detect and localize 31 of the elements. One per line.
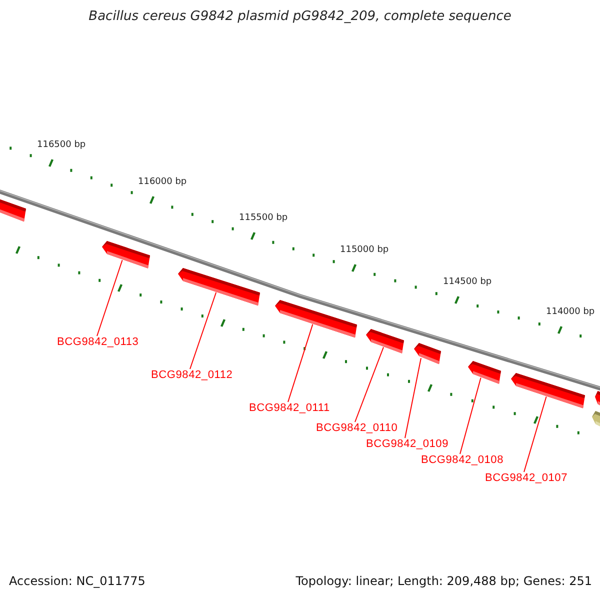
accession-text: Accession: NC_011775 [9,574,146,588]
scale-label: 115000 bp [340,245,389,255]
gene-label: BCG9842_0112 [151,369,233,381]
gene-label: BCG9842_0109 [366,438,448,450]
gene-label: BCG9842_0107 [485,472,568,484]
gene-feature [366,329,404,354]
scale-label: 116000 bp [138,177,187,187]
gene-feature [414,343,441,364]
gene-feature [178,268,260,306]
scale-label: 115500 bp [239,213,288,223]
gene-label: BCG9842_0111 [249,402,330,414]
title: Bacillus cereus G9842 plasmid pG9842_209, complete sequence [88,9,512,24]
scale-label: 116500 bp [37,140,86,150]
gene-feature [275,300,357,338]
leader-line [354,346,384,422]
leader-line [288,324,314,402]
gene-feature [468,361,501,384]
leader-line [404,358,422,438]
gene-label: BCG9842_0108 [421,454,504,466]
scale-label: 114000 bp [546,307,595,317]
gene-feature [511,373,585,408]
sequence-info-text: Topology: linear; Length: 209,488 bp; Genes: 251 [296,574,592,588]
gene-label: BCG9842_0110 [316,422,398,434]
scale-label: 114500 bp [443,277,492,287]
leader-line [96,260,123,336]
gene-label: BCG9842_0113 [57,336,139,348]
leader-line [190,292,217,370]
leader-line [524,396,547,472]
gene-feature [0,199,26,222]
gene-feature [102,241,150,268]
leader-line [460,377,482,454]
